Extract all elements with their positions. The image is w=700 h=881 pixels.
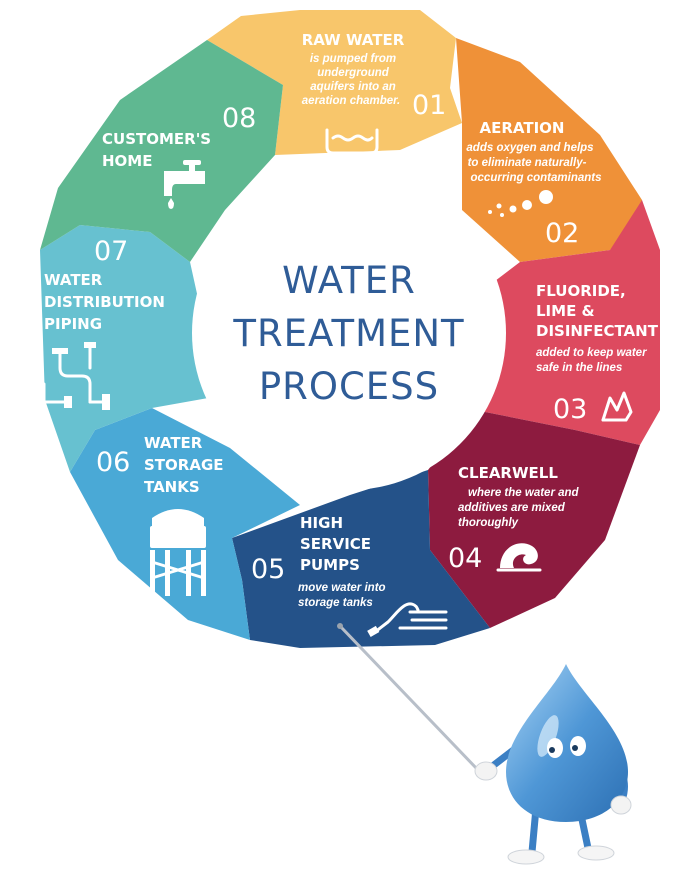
step-01-title: RAW WATER bbox=[302, 31, 405, 49]
center-disc bbox=[192, 176, 506, 490]
segment-aeration bbox=[456, 38, 642, 262]
center-title-line-1: WATER bbox=[282, 259, 416, 302]
faucet-icon bbox=[164, 160, 205, 209]
step-04-title: CLEARWELL bbox=[458, 464, 558, 482]
segment-fluoride bbox=[470, 200, 660, 445]
step-04-desc-2: additives are mixed bbox=[458, 502, 566, 514]
mascot-body bbox=[506, 664, 628, 822]
step-05-number: 05 bbox=[251, 554, 285, 585]
step-03-title-1: FLUORIDE, bbox=[536, 282, 626, 300]
step-08-number: 08 bbox=[222, 103, 256, 134]
segment-pumps bbox=[232, 470, 490, 648]
step-05-desc-1: move water into bbox=[298, 582, 386, 594]
step-06-title-1: WATER bbox=[144, 434, 203, 452]
step-02-desc-2: to eliminate naturally- bbox=[468, 157, 587, 169]
wave-icon bbox=[496, 543, 542, 572]
mascot-pupil-right bbox=[572, 745, 578, 751]
step-05-title-1: HIGH bbox=[300, 514, 343, 532]
step-03-desc-2: safe in the lines bbox=[536, 362, 622, 374]
step-03-title-2: LIME & bbox=[536, 302, 595, 320]
mascot-shoe-right bbox=[577, 845, 615, 861]
step-01-desc-3: aquifers into an bbox=[310, 81, 396, 93]
step-08-title-2: HOME bbox=[102, 152, 152, 170]
center-title-line-3: PROCESS bbox=[259, 365, 439, 408]
basin-icon bbox=[325, 128, 379, 155]
step-07: 07 WATER DISTRIBUTION PIPING bbox=[42, 236, 165, 422]
step-05-desc-2: storage tanks bbox=[298, 597, 373, 609]
mascot-eye-right bbox=[570, 736, 586, 756]
step-02-desc-3: occurring contaminants bbox=[471, 172, 602, 184]
segment-raw-water bbox=[207, 10, 462, 155]
step-05-title-3: PUMPS bbox=[300, 556, 360, 574]
pointer-stick bbox=[338, 624, 480, 772]
step-01: RAW WATER is pumped from underground aqu… bbox=[302, 31, 446, 155]
step-01-desc-2: underground bbox=[317, 67, 390, 79]
step-04-desc-1: where the water and bbox=[468, 487, 580, 499]
mascot-glove-right bbox=[610, 795, 632, 815]
mascot-highlight bbox=[537, 715, 559, 757]
mascot-eye-left bbox=[547, 738, 563, 758]
mascot-glove-left bbox=[474, 761, 498, 781]
water-drop-mascot bbox=[474, 664, 632, 865]
bubbles-icon bbox=[488, 190, 553, 217]
step-02: AERATION adds oxygen and helps to elimin… bbox=[466, 119, 601, 249]
step-03-number: 03 bbox=[553, 394, 587, 425]
segment-customer bbox=[40, 40, 283, 262]
ring bbox=[40, 10, 660, 648]
step-05: HIGH SERVICE PUMPS 05 move water into st… bbox=[251, 514, 448, 637]
step-06-title-2: STORAGE bbox=[144, 456, 224, 474]
step-03: FLUORIDE, LIME & DISINFECTANT added to k… bbox=[536, 282, 659, 425]
pipes-icon bbox=[42, 342, 110, 422]
step-04-number: 04 bbox=[448, 543, 482, 574]
pointer-tip bbox=[337, 623, 343, 629]
step-05-title-2: SERVICE bbox=[300, 535, 371, 553]
step-02-number: 02 bbox=[545, 218, 579, 249]
water-tower-icon bbox=[150, 509, 206, 596]
mascot-pupil-left bbox=[549, 747, 555, 753]
mascot-shoe-left bbox=[507, 849, 545, 865]
step-08-title-1: CUSTOMER'S bbox=[102, 130, 211, 148]
step-07-title-3: PIPING bbox=[44, 315, 102, 333]
step-03-desc-1: added to keep water bbox=[536, 347, 647, 359]
step-07-title-2: DISTRIBUTION bbox=[44, 293, 165, 311]
segment-clearwell bbox=[428, 410, 640, 628]
step-01-number: 01 bbox=[412, 90, 446, 121]
step-03-title-3: DISINFECTANT bbox=[536, 322, 659, 340]
step-01-desc-4: aeration chamber. bbox=[302, 95, 400, 107]
step-01-desc-1: is pumped from bbox=[310, 53, 396, 65]
step-08: 08 CUSTOMER'S HOME bbox=[102, 103, 256, 209]
step-04: CLEARWELL where the water and additives … bbox=[448, 464, 580, 574]
step-02-title: AERATION bbox=[480, 119, 565, 137]
step-06-title-3: TANKS bbox=[144, 478, 200, 496]
step-06-number: 06 bbox=[96, 447, 130, 478]
step-07-number: 07 bbox=[94, 236, 128, 267]
step-04-desc-3: thoroughly bbox=[458, 517, 519, 529]
step-07-title-1: WATER bbox=[44, 271, 103, 289]
step-06: WATER STORAGE TANKS 06 bbox=[96, 434, 224, 596]
pump-hose-icon bbox=[367, 602, 448, 637]
step-02-desc-1: adds oxygen and helps bbox=[466, 142, 593, 154]
crystal-icon bbox=[601, 391, 633, 422]
center-title-line-2: TREATMENT bbox=[232, 312, 464, 355]
segment-distribution bbox=[40, 225, 225, 472]
